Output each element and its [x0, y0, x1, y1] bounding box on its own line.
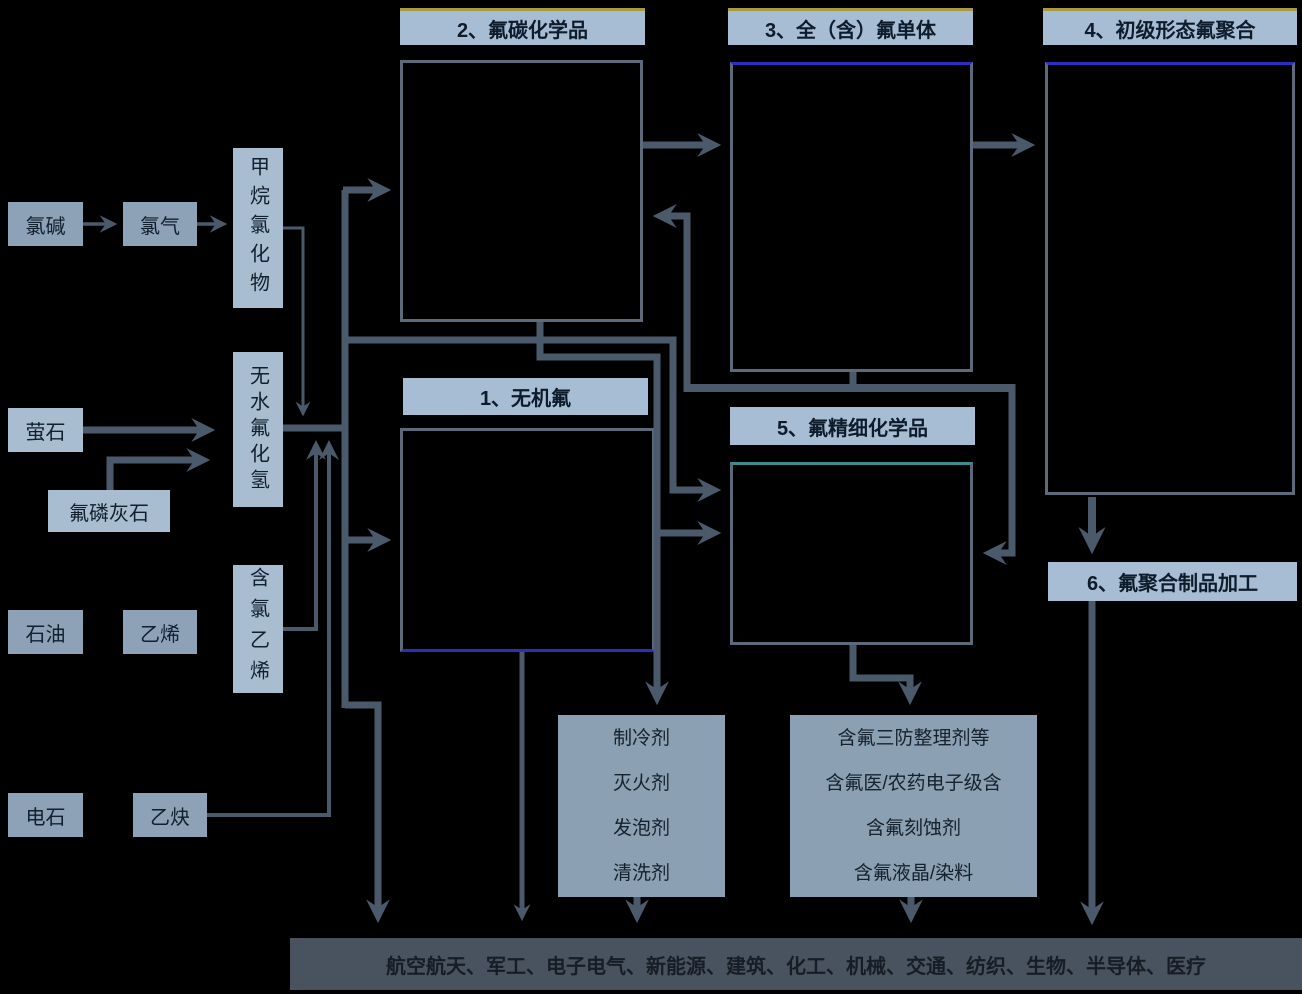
- frame-fluorine-fine-chemicals: [730, 462, 973, 645]
- section-box-fluoropolymer-products-processing: 6、氟聚合制品加工: [1048, 562, 1297, 601]
- node-anhydrous-hf: 无水氟化氢: [233, 352, 283, 507]
- node-calcium-carbide: 电石: [8, 793, 83, 837]
- node-fluorite: 萤石: [8, 408, 83, 452]
- product-item: 含氟液晶/染料: [853, 863, 974, 884]
- section-header-fluorocarbon-chemicals: 2、氟碳化学品: [400, 8, 645, 45]
- node-chlor-alkali: 氯碱: [8, 202, 83, 246]
- section-header-inorganic-fluorine: 1、无机氟: [403, 378, 648, 415]
- frame-primary-fluoropolymers: [1045, 62, 1295, 495]
- section-header-fluorine-monomers: 3、全（含）氟单体: [728, 8, 973, 45]
- product-item: 制冷剂: [612, 728, 670, 749]
- product-item: 含氟三防整理剂等: [837, 728, 990, 749]
- section-header-fluorine-fine-chemicals: 5、氟精细化学品: [730, 407, 975, 445]
- frame-fluorocarbon-chemicals: [400, 60, 643, 322]
- node-methane-chlorides: 甲烷氯化物: [233, 148, 283, 308]
- applications-bar: 航空航天、军工、电子电气、新能源、建筑、化工、机械、交通、纺织、生物、半导体、医…: [290, 938, 1302, 990]
- node-acetylene: 乙炔: [133, 793, 207, 837]
- frame-inorganic-fluorine: [400, 428, 655, 652]
- box-fluorocarbon-uses: 制冷剂 灭火剂 发泡剂 清洗剂: [558, 715, 725, 897]
- frame-fluorine-monomers: [730, 62, 973, 372]
- product-item: 清洗剂: [612, 863, 670, 884]
- product-item: 灭火剂: [612, 773, 670, 794]
- node-fluorapatite: 氟磷灰石: [48, 490, 170, 532]
- product-item: 含氟刻蚀剂: [865, 818, 961, 839]
- section-header-primary-fluoropolymers: 4、初级形态氟聚合: [1043, 8, 1297, 45]
- box-fine-chemical-uses: 含氟三防整理剂等 含氟医/农药电子级含 含氟刻蚀剂 含氟液晶/染料: [790, 715, 1037, 897]
- node-chlorine: 氯气: [123, 202, 197, 246]
- node-chlorinated-ethylene: 含氯乙烯: [233, 565, 283, 693]
- node-ethylene: 乙烯: [123, 610, 197, 654]
- node-petroleum: 石油: [8, 610, 83, 654]
- product-item: 含氟医/农药电子级含: [825, 773, 1002, 794]
- product-item: 发泡剂: [612, 818, 670, 839]
